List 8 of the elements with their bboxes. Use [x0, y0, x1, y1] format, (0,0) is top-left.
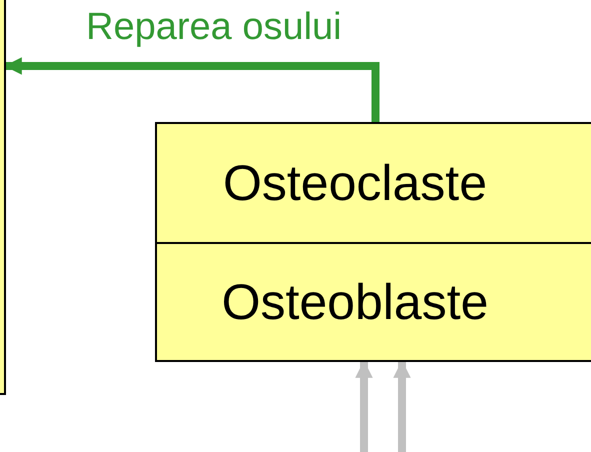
node-label: Osteoclaste: [222, 154, 487, 212]
cell-box: [155, 122, 591, 244]
edge-label: Reparea osului: [86, 8, 342, 46]
node-label: Osteoblaste: [222, 273, 488, 331]
arrow: [393, 360, 411, 452]
arrow: [4, 57, 380, 122]
arrow: [355, 360, 373, 452]
cell-box: [155, 242, 591, 362]
